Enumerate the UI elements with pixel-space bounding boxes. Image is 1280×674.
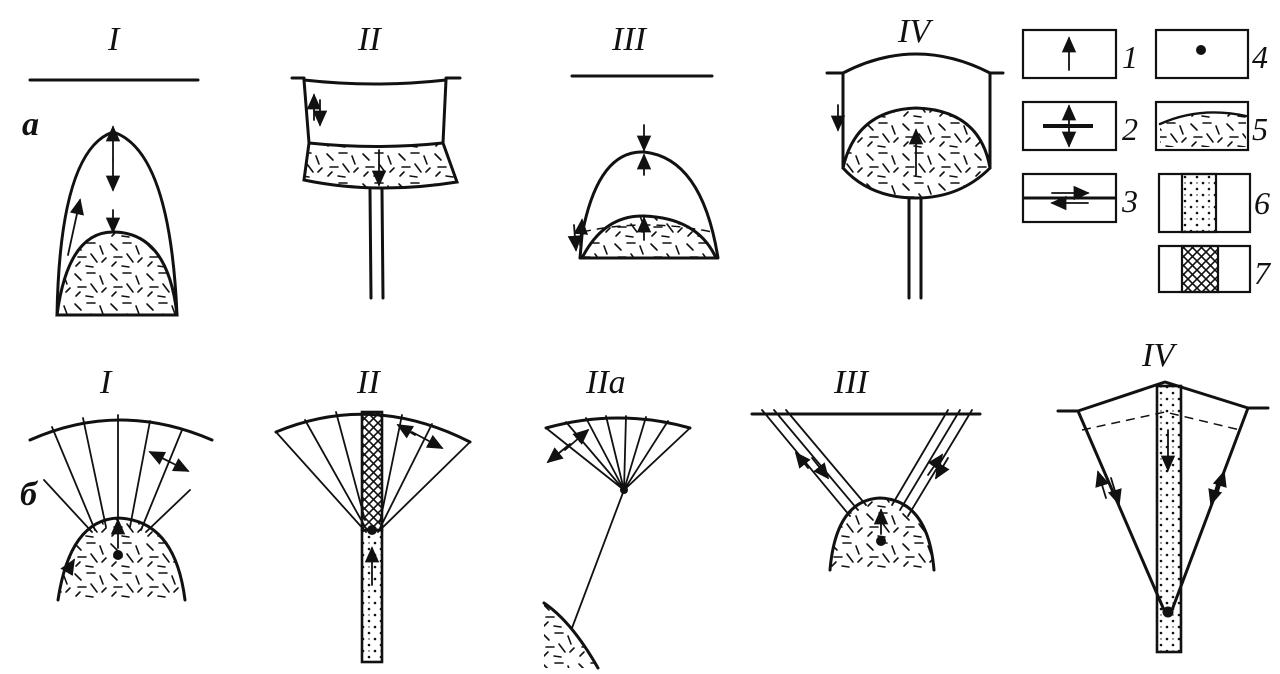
diagram-a-I: I <box>28 21 200 317</box>
row-label-a: а <box>22 106 39 143</box>
title-b-I: I <box>99 364 113 401</box>
title-b-IV: IV <box>1141 337 1178 374</box>
diagram-b-I: I <box>28 364 214 602</box>
legend-num-1: 1 <box>1122 39 1138 75</box>
title-b-III: III <box>833 364 870 401</box>
legend-num-2: 2 <box>1122 111 1138 147</box>
legend-num-7: 7 <box>1254 255 1272 291</box>
legend-num-5: 5 <box>1252 111 1268 147</box>
diagram-b-II: II <box>274 364 472 664</box>
title-a-III: III <box>611 21 648 58</box>
diagram-a-II: II <box>290 21 462 300</box>
title-b-IIa: IIa <box>585 364 626 401</box>
legend-item-7: 7 <box>1157 244 1272 294</box>
title-b-II: II <box>356 364 381 401</box>
title-a-I: I <box>107 21 121 58</box>
diagram-b-IV: IV <box>1056 337 1270 654</box>
diagram-b-IIa: IIa <box>542 364 692 670</box>
legend-item-6: 6 <box>1157 172 1270 234</box>
diagram-a-IV: IV <box>825 13 1005 300</box>
row-label-b: б <box>20 476 39 513</box>
title-a-II: II <box>357 21 382 58</box>
diagram-b-III: III <box>750 364 982 572</box>
title-a-IV: IV <box>897 13 934 50</box>
legend-num-3: 3 <box>1121 183 1138 219</box>
legend-item-4: 4 <box>1154 28 1268 80</box>
legend-item-5: 5 <box>1154 100 1268 152</box>
diagram-a-III: III <box>567 21 720 260</box>
legend: 1 2 3 4 5 <box>1021 28 1272 294</box>
legend-num-6: 6 <box>1254 185 1270 221</box>
legend-item-3: 3 <box>1021 172 1138 224</box>
legend-num-4: 4 <box>1252 39 1268 75</box>
legend-item-2: 2 <box>1021 100 1138 152</box>
legend-item-1: 1 <box>1021 28 1138 80</box>
